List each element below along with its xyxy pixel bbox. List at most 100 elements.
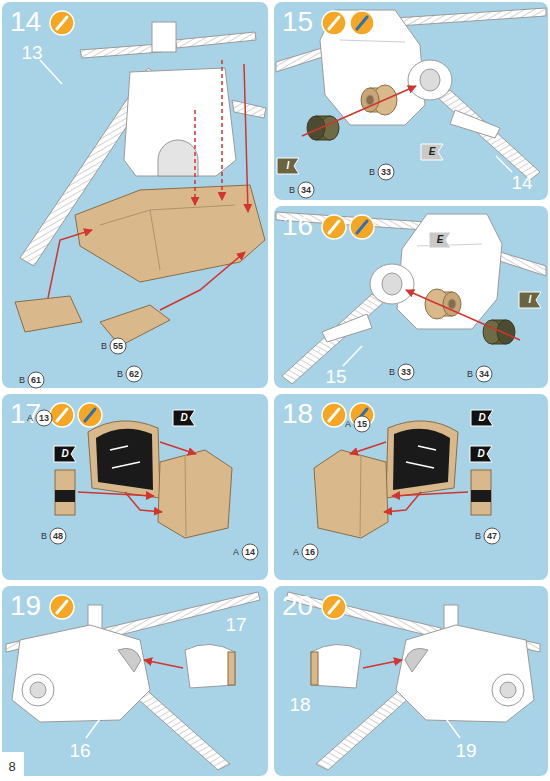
part-number-ring bbox=[242, 544, 258, 560]
paint-icon bbox=[78, 403, 102, 427]
step-14-art bbox=[124, 68, 236, 176]
step-14-art bbox=[150, 210, 160, 270]
step-17-art bbox=[55, 421, 232, 538]
step-14-art bbox=[244, 64, 248, 212]
decal-number: I bbox=[529, 295, 532, 305]
part-number-ring bbox=[302, 544, 318, 560]
parts-tree-letter: B bbox=[289, 186, 295, 195]
decal-flag bbox=[471, 410, 493, 426]
part-callout-number: 15 bbox=[325, 367, 346, 386]
step-17-art bbox=[160, 442, 196, 454]
decal-flag bbox=[470, 446, 492, 462]
parts-tree-letter: A bbox=[293, 548, 299, 557]
step-17-art bbox=[88, 421, 160, 498]
parts-tree-letter: B bbox=[101, 342, 107, 351]
paint-icon bbox=[329, 17, 339, 29]
step-number: 18 bbox=[274, 394, 313, 430]
paint-icon bbox=[50, 595, 74, 619]
paint-icon bbox=[357, 221, 367, 233]
part-number-ring bbox=[378, 164, 394, 180]
parts-tree-letter: B bbox=[117, 370, 123, 379]
step-15-art bbox=[408, 60, 452, 100]
step-15-art bbox=[320, 10, 425, 125]
paint-icon bbox=[322, 595, 346, 619]
paint-icon bbox=[57, 601, 67, 613]
step-15-art bbox=[340, 40, 405, 42]
part-number: 61 bbox=[31, 376, 41, 385]
part-number: 33 bbox=[381, 168, 391, 177]
paint-icon bbox=[57, 17, 67, 29]
step-17-art bbox=[158, 450, 232, 538]
decal-number: D bbox=[478, 413, 485, 423]
step-17-art bbox=[55, 470, 75, 515]
step-19-art bbox=[228, 652, 235, 685]
parts-tree-letter: B bbox=[467, 370, 473, 379]
part-number-ring bbox=[126, 366, 142, 382]
step-19-art bbox=[12, 625, 150, 722]
paint-icon bbox=[50, 403, 74, 427]
part-number-ring bbox=[50, 528, 66, 544]
step-19-art bbox=[22, 674, 54, 706]
step-15-art bbox=[450, 110, 500, 138]
paint-icon bbox=[329, 601, 339, 613]
step-17-art bbox=[78, 492, 154, 496]
step-14-art bbox=[100, 305, 170, 346]
step-14-art bbox=[80, 44, 162, 58]
parts-tree-letter: A bbox=[233, 548, 239, 557]
part-callout-number: 16 bbox=[69, 741, 90, 760]
parts-tree-letter: B bbox=[369, 168, 375, 177]
part-number-ring bbox=[398, 364, 414, 380]
callout-marks bbox=[28, 11, 541, 619]
step-17-art bbox=[96, 429, 153, 490]
part-number: 47 bbox=[487, 532, 497, 541]
step-19-art bbox=[118, 648, 141, 672]
part-callout-number: 19 bbox=[455, 741, 476, 760]
step-number: 19 bbox=[2, 586, 41, 622]
step-17-art bbox=[112, 462, 140, 468]
step-15-art bbox=[438, 90, 540, 180]
step-17-art bbox=[110, 446, 128, 450]
step-17-art bbox=[185, 455, 186, 536]
step-19-art bbox=[30, 682, 46, 698]
part-number-ring bbox=[298, 182, 314, 198]
step-16-art bbox=[276, 212, 546, 384]
part-callout-number: 18 bbox=[289, 695, 310, 714]
part-callout-number: 17 bbox=[225, 615, 246, 634]
part-number: 15 bbox=[357, 420, 367, 429]
step-14-art bbox=[152, 22, 176, 52]
part-callout-number: 14 bbox=[511, 173, 532, 192]
step-20-art bbox=[286, 592, 540, 770]
paint-icon bbox=[85, 409, 95, 421]
step-14-art bbox=[158, 140, 198, 176]
decal-number: D bbox=[61, 449, 68, 459]
step-14-art bbox=[40, 60, 62, 84]
part-number: 48 bbox=[53, 532, 63, 541]
part-number-ring bbox=[354, 416, 370, 432]
decal-flag bbox=[429, 232, 451, 248]
decal-number: E bbox=[429, 147, 436, 157]
step-14-art bbox=[232, 100, 266, 118]
paint-icon bbox=[322, 11, 346, 35]
step-15-art bbox=[366, 95, 374, 105]
decal-number: D bbox=[477, 449, 484, 459]
paint-icon bbox=[322, 403, 346, 427]
parts-tree-letter: B bbox=[19, 376, 25, 385]
part-number: 55 bbox=[113, 342, 123, 351]
paint-icon bbox=[50, 595, 74, 619]
paint-icon bbox=[322, 11, 346, 35]
leader-line bbox=[343, 346, 362, 366]
decal-flag bbox=[54, 446, 76, 462]
part-number: 62 bbox=[129, 370, 139, 379]
step-15-art bbox=[276, 8, 546, 180]
step-14-art bbox=[15, 22, 266, 346]
decal-number: D bbox=[180, 413, 187, 423]
part-number-ring bbox=[28, 372, 44, 388]
step-14-art bbox=[75, 185, 265, 282]
part-number: 33 bbox=[401, 368, 411, 377]
decal-flag bbox=[421, 144, 443, 160]
step-14-art bbox=[160, 252, 245, 310]
step-18-art bbox=[314, 421, 491, 538]
step-number: 17 bbox=[2, 394, 41, 430]
decal-number: E bbox=[437, 235, 444, 245]
